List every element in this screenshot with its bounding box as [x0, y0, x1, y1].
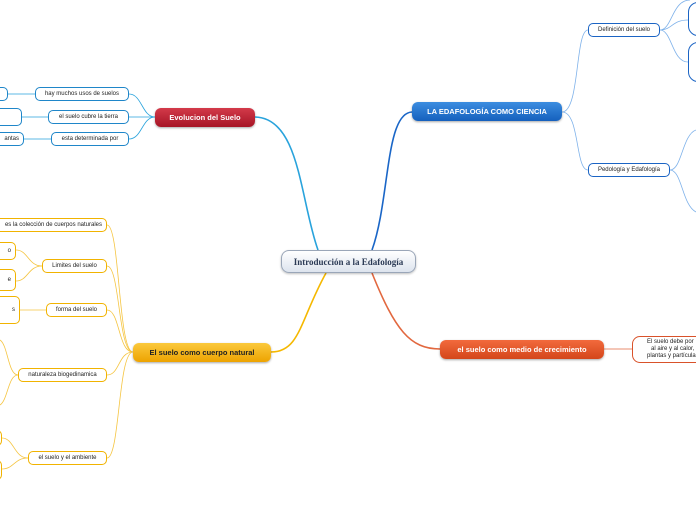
cuerpo-leaf-forma-1[interactable]: s	[0, 296, 20, 324]
link-root-edafologia	[371, 111, 413, 251]
evolucion-leaf-1[interactable]	[0, 87, 8, 101]
crecimiento-line-1: El suelo debe por	[647, 339, 694, 345]
cuerpo-child-ambiente[interactable]: el suelo y el ambiente	[28, 451, 107, 465]
cuerpo-leaf-limites-2[interactable]: e	[0, 269, 16, 291]
link-root-evolucion	[254, 116, 319, 251]
crecimiento-line-3: plantas y partícula	[647, 353, 696, 359]
cuerpo-child-forma[interactable]: forma del suelo	[46, 303, 107, 317]
link-root-crecimiento	[371, 272, 441, 350]
root-topic[interactable]: Introducción a la Edafología	[281, 250, 416, 273]
evolucion-leaf-2[interactable]	[0, 108, 22, 126]
link-cue-5b	[1, 457, 29, 470]
link-cue-4	[106, 351, 134, 376]
edafologia-leaf-2[interactable]	[688, 42, 696, 82]
link-cue-2b	[15, 265, 43, 282]
branch-cuerpo[interactable]: El suelo como cuerpo natural	[133, 343, 271, 362]
link-root-cuerpo	[270, 272, 327, 353]
link-cue-4b	[0, 374, 19, 406]
link-cue-2	[106, 265, 134, 353]
link-eda-1b	[659, 19, 689, 31]
evolucion-child-usos[interactable]: hay muchos usos de suelos	[35, 87, 129, 101]
link-cue-1	[106, 224, 134, 353]
crecimiento-child-texto[interactable]: El suelo debe por al aire y al calor, pl…	[632, 336, 696, 363]
link-eda-2	[561, 111, 589, 171]
evolucion-leaf-3[interactable]: antas	[0, 132, 24, 146]
cuerpo-child-coleccion[interactable]: es la colección de cuerpos naturales	[0, 218, 107, 232]
link-evo-3	[128, 116, 156, 140]
link-cue-3	[106, 309, 134, 353]
branch-edafologia[interactable]: LA EDAFOLOGÍA COMO CIENCIA	[412, 102, 562, 121]
link-eda-2b	[669, 169, 696, 213]
link-cue-5	[106, 351, 134, 459]
cuerpo-child-biogedinamica[interactable]: naturaleza biogedinamica	[18, 368, 107, 382]
branch-evolucion[interactable]: Evolucion del Suelo	[155, 108, 255, 127]
link-cue-5a	[1, 437, 29, 459]
edafologia-leaf-1[interactable]	[688, 2, 696, 36]
evolucion-child-cubre[interactable]: el suelo cubre la tierra	[48, 110, 129, 124]
evolucion-child-determinada[interactable]: esta determinada por	[51, 132, 129, 146]
link-cue-2a	[15, 249, 43, 267]
link-eda-1a	[659, 0, 691, 31]
link-evo-1	[128, 93, 156, 118]
link-cue-4a	[0, 339, 19, 376]
edafologia-child-pedologia[interactable]: Pedología y Edafología	[588, 163, 670, 177]
link-eda-1	[561, 29, 589, 113]
edafologia-child-definicion[interactable]: Definición del suelo	[588, 23, 660, 37]
link-eda-2a	[669, 129, 696, 171]
cuerpo-leaf-limites-1[interactable]: o	[0, 242, 16, 260]
link-eda-1c	[659, 29, 689, 63]
cuerpo-child-limites[interactable]: Limites del suelo	[42, 259, 107, 273]
crecimiento-line-2: al aire y al calor,	[651, 346, 695, 352]
branch-crecimiento[interactable]: el suelo como medio de crecimiento	[440, 340, 604, 359]
